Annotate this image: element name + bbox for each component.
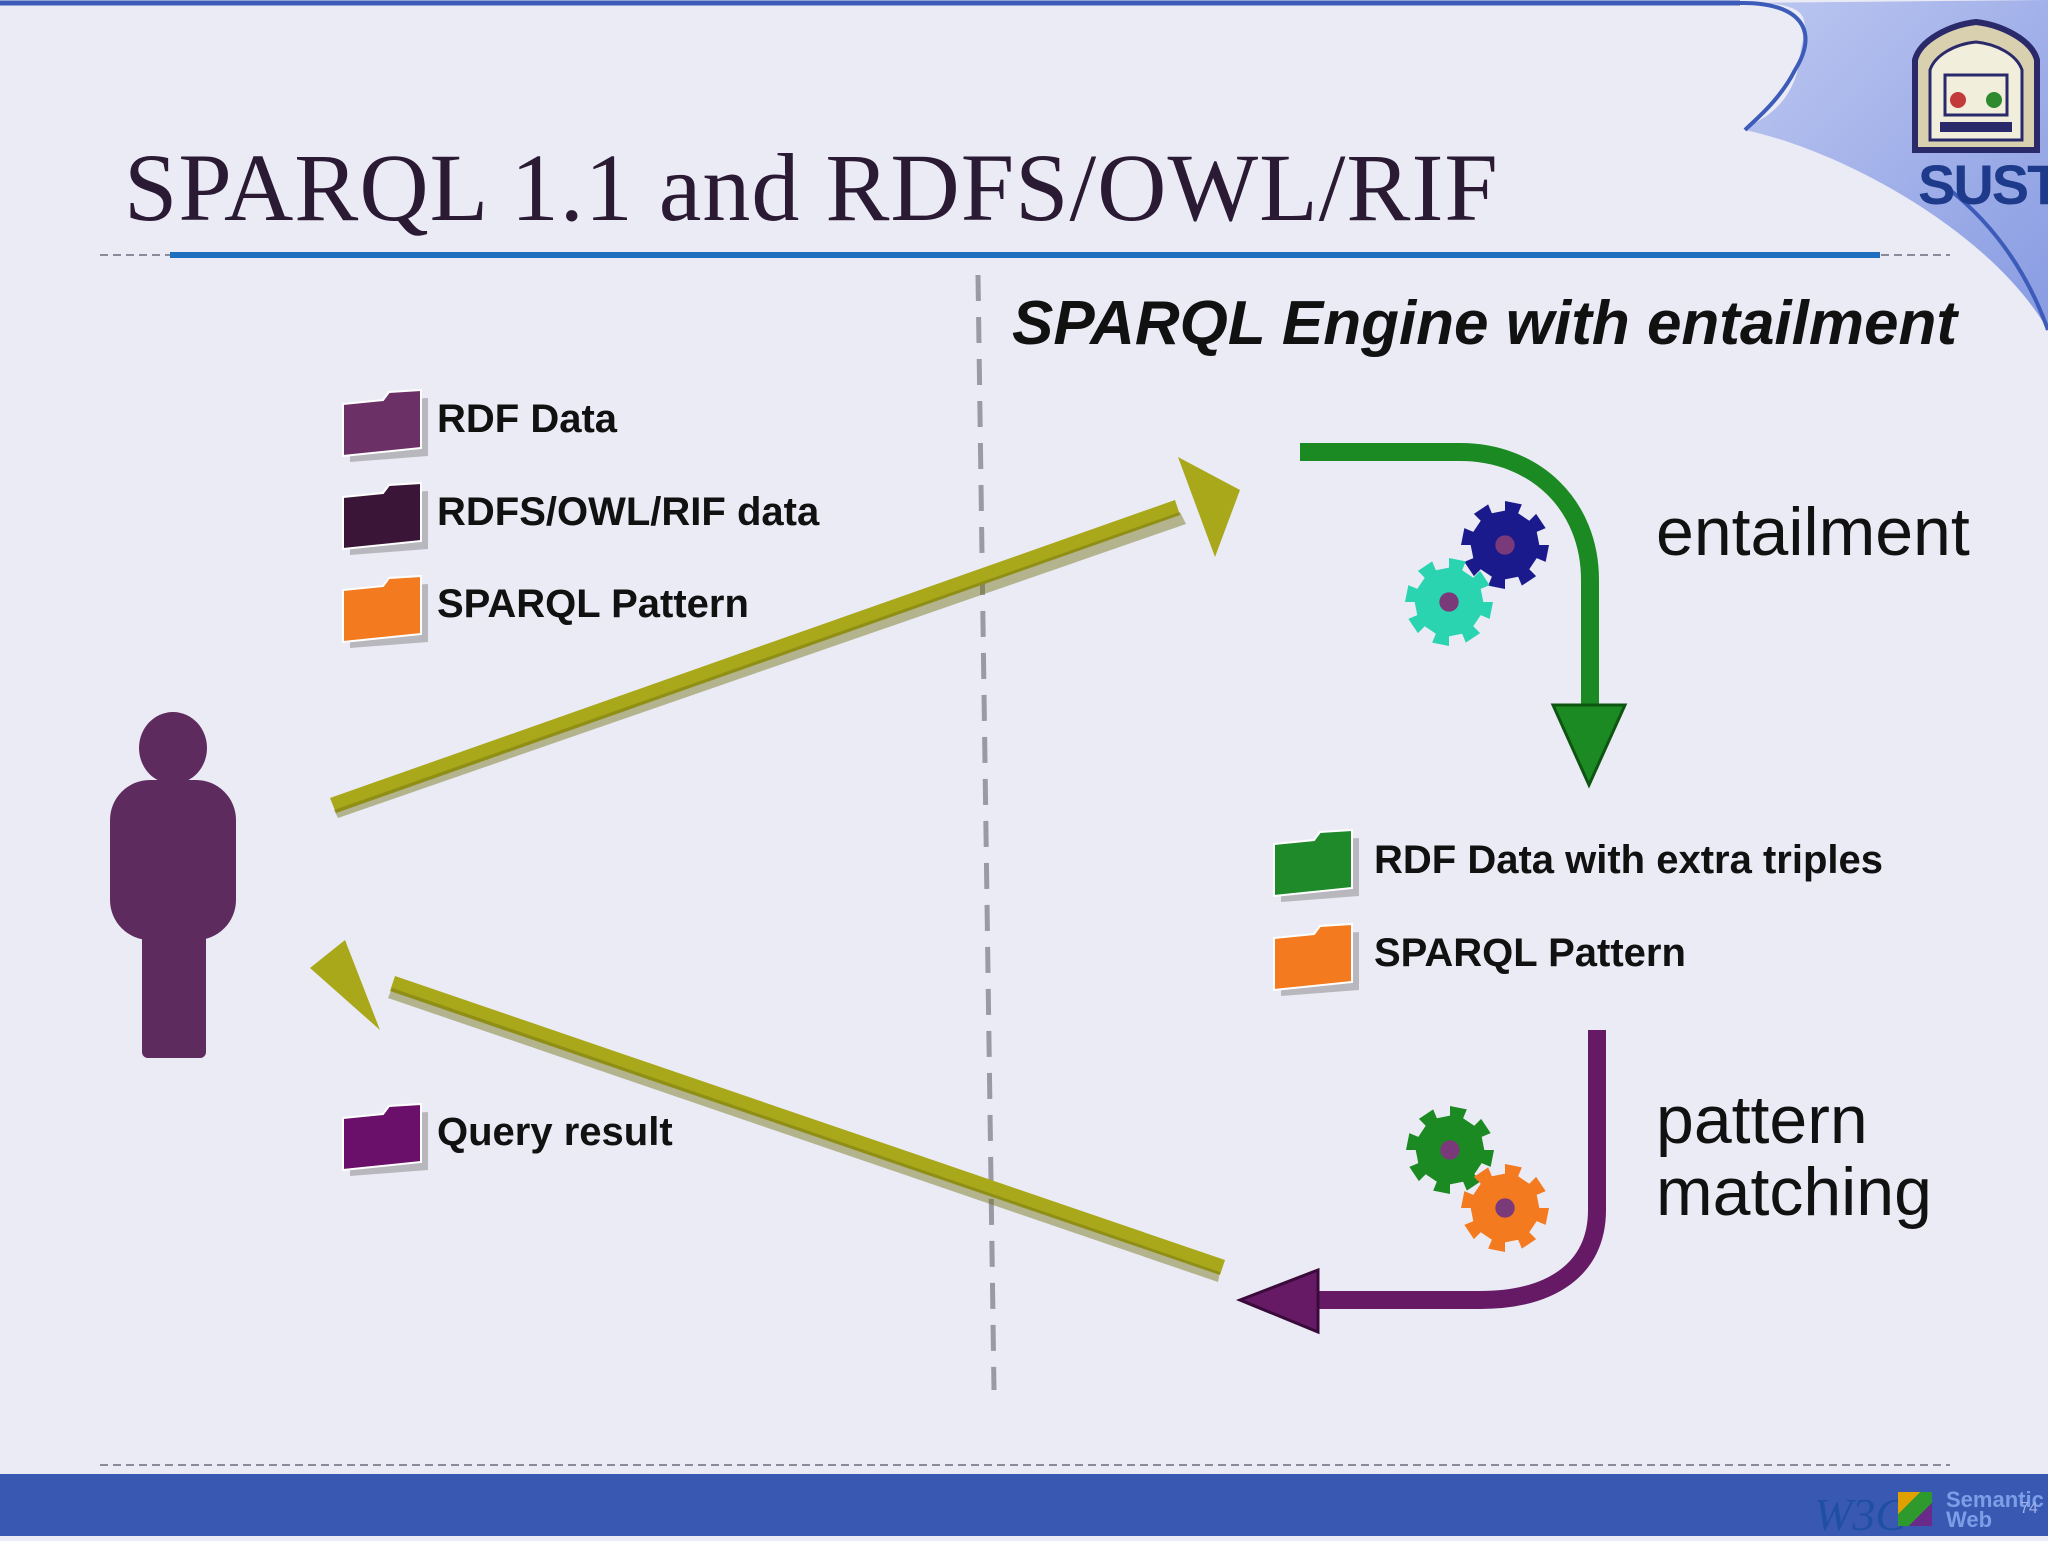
gear-icon-teal	[1405, 558, 1493, 646]
pattern-step-label-line1: pattern	[1656, 1082, 1868, 1158]
legend-rdf-data-label: RDF Data	[437, 397, 618, 441]
sust-logo-text: SUST	[1918, 153, 2048, 216]
rdf-extra-triples-doc-icon	[1273, 828, 1359, 902]
w3c-logo-text: W3C	[1814, 1489, 1906, 1540]
vertical-divider	[975, 274, 997, 1391]
legend-sparql-pattern-label: SPARQL Pattern	[437, 582, 749, 626]
semantic-web-cube-icon	[1898, 1492, 1932, 1526]
result-arrow	[310, 940, 1225, 1282]
query-result-label: Query result	[437, 1110, 673, 1154]
rdfs-owl-rif-doc-icon	[342, 481, 428, 555]
semantic-word: Semantic	[1946, 1487, 2044, 1512]
pattern-step-label-line2: matching	[1656, 1154, 1932, 1230]
gears-group	[1405, 501, 1549, 1252]
user-person-icon	[110, 712, 236, 1058]
page-curl-edge	[1739, 0, 1808, 132]
gear-icon-green	[1406, 1106, 1494, 1194]
query-result-doc-icon	[342, 1102, 428, 1176]
query-arrow	[330, 457, 1240, 818]
footer-bar	[0, 1474, 2048, 1536]
legend-rdfs-owl-rif-label: RDFS/OWL/RIF data	[437, 490, 820, 534]
sparql-pattern-doc-icon	[342, 574, 428, 648]
gear-icon-orange	[1461, 1164, 1549, 1252]
right-sparql-pattern-doc-icon	[1273, 922, 1359, 996]
entailment-step-label: entailment	[1656, 494, 1970, 570]
rdf-data-doc-icon	[342, 388, 428, 462]
document-icons	[342, 388, 1359, 1176]
slide-title: SPARQL 1.1 and RDFS/OWL/RIF	[124, 134, 1499, 241]
page-number: 74	[2020, 1500, 2038, 1517]
page-curl-edge-right	[1948, 188, 2048, 331]
rdf-extra-triples-label: RDF Data with extra triples	[1374, 838, 1884, 882]
entailment-flow-arrow	[1300, 443, 1628, 789]
gear-icon-blue	[1461, 501, 1549, 589]
right-sparql-pattern-label: SPARQL Pattern	[1374, 931, 1686, 975]
web-word: Web	[1946, 1507, 1993, 1532]
university-seal-icon	[1912, 18, 2040, 153]
pattern-matching-flow-arrow	[1235, 1030, 1606, 1335]
engine-heading: SPARQL Engine with entailment	[1012, 289, 1958, 358]
